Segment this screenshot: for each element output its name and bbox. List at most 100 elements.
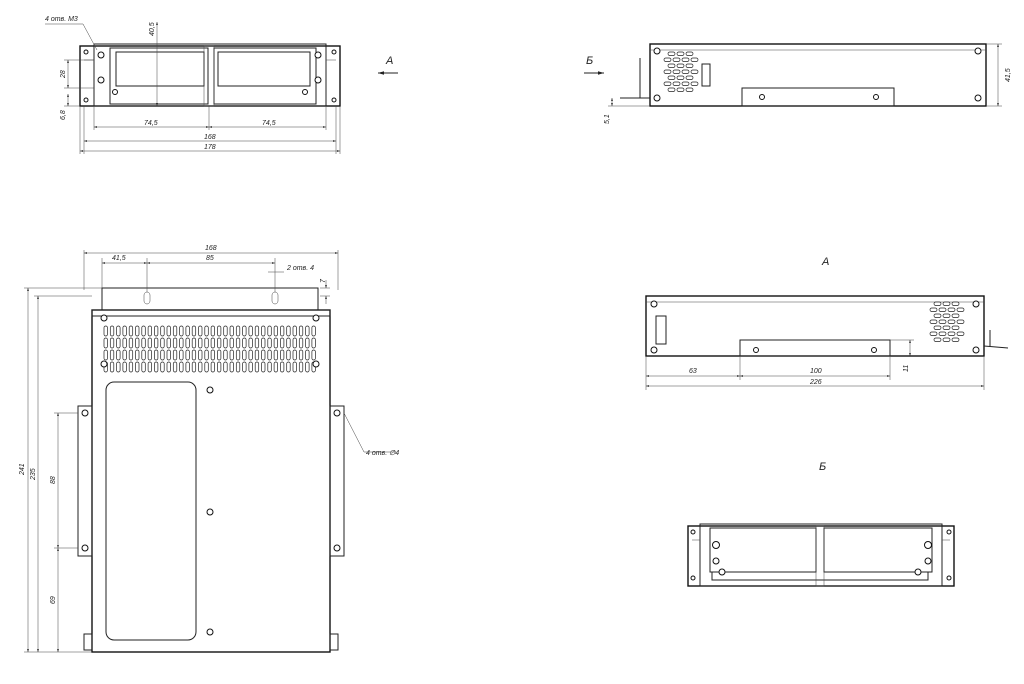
vent-slot	[242, 361, 247, 373]
vent-slot	[116, 325, 121, 337]
top-screw-holes	[81, 314, 341, 636]
vent-slot	[128, 349, 134, 361]
dim-top-width: 168	[205, 245, 217, 252]
vent-slot	[185, 349, 190, 361]
vent-slot	[273, 361, 278, 373]
vent-slot	[254, 349, 260, 361]
dim-side-height: 41,5	[1005, 68, 1012, 82]
vent-slot	[122, 361, 127, 373]
vent-slot	[286, 349, 291, 361]
vent-slot	[942, 325, 951, 330]
vent-slot	[663, 81, 672, 86]
vent-slot	[147, 337, 152, 349]
vent-slot	[172, 349, 178, 361]
vent-slot	[685, 75, 694, 80]
vent-slot	[154, 337, 159, 349]
vent-slot	[938, 307, 947, 312]
vent-slot	[135, 349, 140, 361]
top-vent-slots	[103, 325, 316, 373]
vent-slot	[956, 307, 965, 312]
dim-front-inner-width: 168	[204, 134, 216, 141]
vent-slot	[292, 325, 297, 337]
vent-slot	[929, 319, 938, 324]
vent-slot	[298, 361, 304, 373]
vent-slot	[273, 337, 278, 349]
vent-slot	[929, 331, 938, 336]
vent-slot	[235, 361, 241, 373]
vent-slot	[217, 337, 222, 349]
dim-top-body-length: 235	[30, 468, 37, 481]
vent-slot	[198, 349, 203, 361]
vent-slot	[116, 349, 121, 361]
vent-slot	[681, 81, 690, 86]
vent-slot	[166, 325, 171, 337]
side-view: 41,5 5,1	[604, 43, 1012, 124]
vent-slot	[242, 337, 247, 349]
vent-slot	[280, 325, 285, 337]
vent-slot	[191, 337, 197, 349]
vent-slot	[198, 361, 203, 373]
vent-slot	[261, 361, 266, 373]
top-view: 168 41,5 85 2 отв. 4 7 4 отв. ∅4 241 235…	[19, 245, 399, 653]
view-a: А 63 100 226 11	[645, 256, 1009, 390]
vent-slot	[179, 361, 184, 373]
vent-slot	[103, 337, 108, 349]
vent-slot	[179, 325, 184, 337]
vent-slot	[217, 349, 222, 361]
vent-slot	[166, 337, 171, 349]
dim-a-11: 11	[903, 365, 910, 372]
vent-slot	[179, 349, 184, 361]
vent-slot	[179, 337, 184, 349]
vent-slot	[663, 57, 672, 62]
vent-slot	[933, 337, 942, 342]
dim-front-height-side: 28	[60, 70, 67, 79]
vent-slot	[298, 349, 304, 361]
vent-slot	[217, 361, 222, 373]
dim-top-hole-offset: 41,5	[112, 255, 126, 262]
vent-slot	[103, 349, 108, 361]
vent-slot	[956, 319, 965, 324]
vent-slot	[160, 361, 165, 373]
vent-slot	[122, 325, 127, 337]
vent-slot	[947, 319, 956, 324]
vent-slot	[116, 361, 121, 373]
vent-slot	[667, 87, 676, 92]
vent-slot	[676, 75, 685, 80]
vent-slot	[128, 325, 134, 337]
vent-slot	[286, 361, 291, 373]
dim-top-mount-offset: 69	[50, 596, 57, 604]
view-a-vent-slots	[929, 301, 965, 342]
vent-slot	[147, 325, 152, 337]
vent-slot	[210, 349, 215, 361]
vent-slot	[166, 349, 171, 361]
front-view: 4 отв. М3 40,5 28 6,8 74,5 74,5 168 178	[45, 16, 341, 154]
vent-slot	[956, 331, 965, 336]
dim-a-226: 226	[809, 379, 822, 386]
vent-slot	[166, 361, 171, 373]
vent-slot	[109, 337, 115, 349]
vent-slot	[116, 337, 121, 349]
vent-slot	[690, 57, 699, 62]
vent-slot	[198, 325, 203, 337]
vent-slot	[248, 325, 253, 337]
vent-slot	[305, 361, 310, 373]
dim-front-height-inner: 40,5	[149, 22, 156, 36]
vent-slot	[690, 69, 699, 74]
vent-slot	[135, 361, 140, 373]
vent-slot	[248, 349, 253, 361]
vent-slot	[103, 325, 108, 337]
vent-slot	[229, 325, 234, 337]
vent-slot	[292, 349, 297, 361]
vent-slot	[235, 349, 241, 361]
vent-slot	[280, 349, 285, 361]
vent-slot	[185, 325, 190, 337]
vent-slot	[109, 325, 115, 337]
vent-slot	[685, 51, 694, 56]
vent-slot	[242, 349, 247, 361]
vent-slot	[191, 325, 197, 337]
dim-side-offset: 5,1	[604, 114, 611, 124]
vent-slot	[135, 325, 140, 337]
dim-a-100: 100	[810, 368, 822, 375]
vent-slot	[951, 337, 960, 342]
